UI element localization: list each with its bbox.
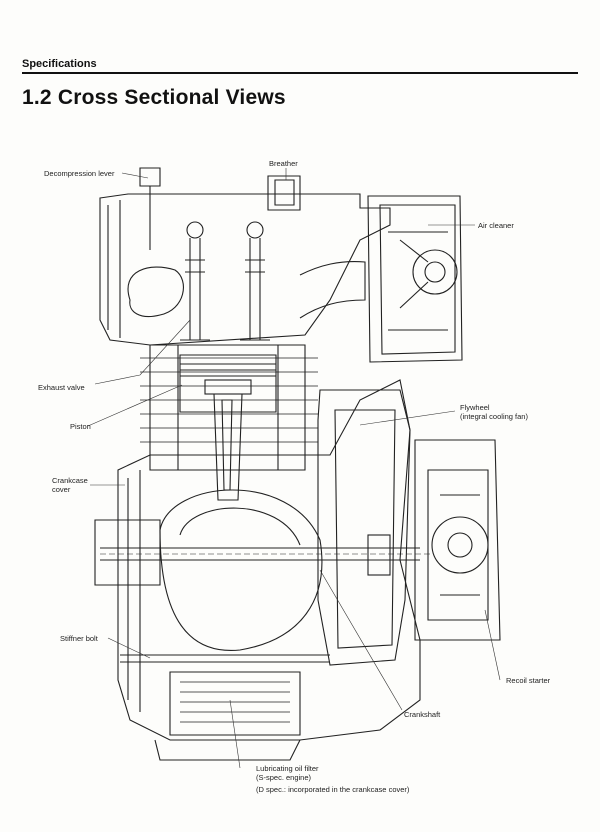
breather [267, 175, 301, 211]
leader-exhaust-valve [94, 319, 191, 385]
recoil-starter [414, 439, 501, 641]
leader-flywheel [359, 410, 456, 426]
label-crankcase-cover: Crankcase cover [52, 476, 88, 494]
label-oil-filter-line1: Lubricating oil filter [256, 764, 319, 773]
label-decompression-lever: Decompression lever [44, 169, 115, 178]
crank-web [159, 489, 323, 652]
label-oil-filter-note: (D spec.: incorporated in the crankcase … [256, 785, 410, 794]
label-oil-filter: Lubricating oil filter (S-spec. engine) … [256, 764, 409, 794]
label-recoil-starter: Recoil starter [506, 676, 551, 685]
label-exhaust-valve: Exhaust valve [38, 383, 85, 392]
label-crankshaft: Crankshaft [404, 710, 441, 719]
label-breather: Breather [269, 159, 298, 168]
decompression-lever [139, 167, 161, 250]
leader-crankshaft [319, 569, 403, 711]
leader-recoil-starter [484, 609, 501, 681]
connecting-rod [213, 393, 243, 501]
leader-piston [87, 384, 183, 427]
flywheel [317, 389, 411, 666]
header-rule [22, 72, 578, 74]
intake-valve [180, 238, 210, 341]
page-title: 1.2 Cross Sectional Views [22, 86, 286, 109]
label-oil-filter-line2: (S-spec. engine) [256, 773, 312, 782]
cylinder-head [99, 193, 391, 346]
leader-stiffner-bolt [107, 637, 151, 659]
label-crankcase-cover-line2: cover [52, 485, 71, 494]
label-flywheel-line2: (integral cooling fan) [460, 412, 528, 421]
section-label: Specifications [22, 58, 97, 70]
label-piston: Piston [70, 422, 91, 431]
air-cleaner [367, 195, 463, 363]
crankshaft [100, 547, 420, 561]
label-crankcase-cover-line1: Crankcase [52, 476, 88, 485]
leader-decompression-lever [121, 172, 149, 179]
label-flywheel-line1: Flywheel [460, 403, 490, 412]
label-flywheel: Flywheel (integral cooling fan) [460, 403, 528, 421]
piston [179, 354, 277, 413]
stiffner-bolt [120, 654, 330, 663]
leader-oil-filter [229, 699, 241, 769]
label-air-cleaner: Air cleaner [478, 221, 514, 230]
oil-filter [169, 671, 301, 736]
exhaust-valve [240, 238, 270, 341]
label-stiffner-bolt: Stiffner bolt [60, 634, 98, 643]
